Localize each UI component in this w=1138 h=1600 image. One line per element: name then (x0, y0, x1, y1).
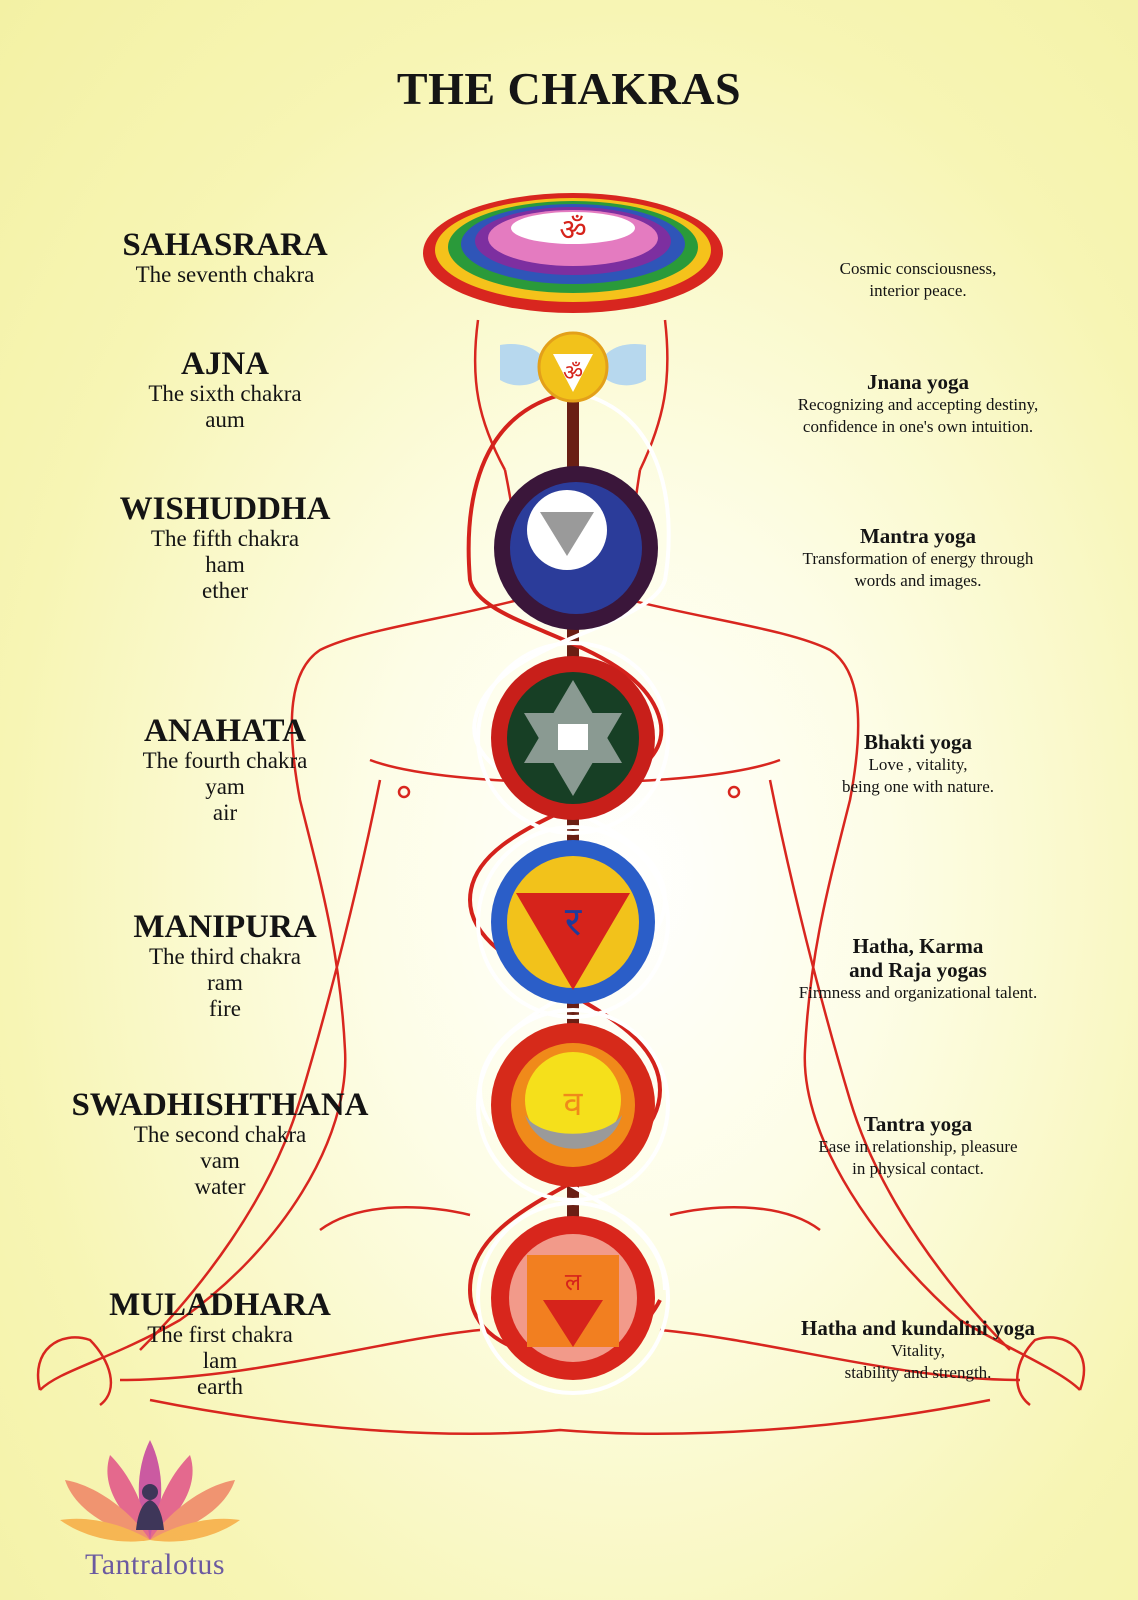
chakra-name: WISHUDDHA (119, 491, 331, 527)
desc-line: being one with nature. (841, 777, 994, 796)
chakra-line: vam (200, 1148, 240, 1173)
chakra-line: The first chakra (147, 1322, 293, 1347)
chakra-line: air (212, 800, 238, 825)
desc-sahasrara: Cosmic consciousness, interior peace. (748, 258, 1088, 302)
lotus-logo-icon (60, 1440, 240, 1542)
desc-anahata: Bhakti yoga Love , vitality, being one w… (748, 730, 1088, 798)
body-outline (36, 319, 1086, 1435)
desc-line: Cosmic consciousness, (839, 259, 997, 278)
desc-line: Vitality, (890, 1341, 946, 1360)
label-sahasrara: SAHASRARA The seventh chakra (60, 228, 390, 288)
chakra-line: lam (202, 1348, 238, 1373)
desc-heading: Hatha and kundalini yoga (800, 1316, 1035, 1340)
chakra-line: The fourth chakra (142, 748, 308, 773)
desc-heading: Jnana yoga (866, 370, 970, 394)
chakra-line: aum (205, 407, 245, 432)
chakra-line: The fifth chakra (150, 526, 300, 551)
chakra-name: MANIPURA (133, 909, 317, 945)
anahata-chakra (476, 641, 670, 835)
ajna-chakra: ॐ (500, 331, 646, 403)
chakra-name: ANAHATA (144, 713, 306, 749)
chakra-line: ham (205, 552, 245, 577)
desc-line: confidence in one's own intuition. (802, 417, 1034, 436)
chakra-line: ram (207, 970, 243, 995)
label-wishuddha: WISHUDDHA The fifth chakra ham ether (60, 492, 390, 604)
svg-text:ॐ: ॐ (563, 361, 583, 386)
chakra-name: AJNA (181, 346, 269, 382)
label-ajna: AJNA The sixth chakra aum (60, 347, 390, 433)
muladhara-chakra: ल (476, 1201, 670, 1395)
chakra-line: yam (205, 774, 245, 799)
desc-swadhishthana: Tantra yoga Ease in relationship, pleasu… (748, 1112, 1088, 1180)
desc-line: stability and strength. (844, 1363, 992, 1382)
manipura-chakra: र (476, 825, 670, 1019)
chakra-name: MULADHARA (109, 1287, 331, 1323)
desc-muladhara: Hatha and kundalini yoga Vitality, stabi… (748, 1316, 1088, 1384)
label-manipura: MANIPURA The third chakra ram fire (60, 910, 390, 1022)
desc-line: Transformation of energy through (802, 549, 1034, 568)
svg-text:ॐ: ॐ (559, 213, 586, 248)
label-anahata: ANAHATA The fourth chakra yam air (60, 714, 390, 826)
chakra-line: water (194, 1174, 246, 1199)
desc-manipura: Hatha, Karma and Raja yogas Firmness and… (748, 934, 1088, 1004)
chakra-line: fire (209, 996, 241, 1021)
chakra-line: The second chakra (133, 1122, 307, 1147)
label-muladhara: MULADHARA The first chakra lam earth (55, 1288, 385, 1400)
desc-line: Ease in relationship, pleasure (818, 1137, 1018, 1156)
desc-line: Love , vitality, (868, 755, 968, 774)
chakra-name: SAHASRARA (122, 227, 328, 263)
chakra-line: earth (197, 1374, 243, 1399)
chakra-line: The third chakra (149, 944, 301, 969)
wishuddha-chakra (494, 466, 658, 630)
svg-text:व: व (564, 1084, 584, 1124)
desc-heading: Tantra yoga (863, 1112, 973, 1136)
sahasrara-lotus: ॐ (423, 193, 723, 313)
label-swadhishthana: SWADHISHTHANA The second chakra vam wate… (55, 1088, 385, 1200)
desc-line: words and images. (854, 571, 982, 590)
svg-text:ल: ल (565, 1268, 582, 1296)
desc-line: in physical contact. (852, 1159, 984, 1178)
desc-line: Firmness and organizational talent. (798, 983, 1038, 1002)
desc-line: Recognizing and accepting destiny, (797, 395, 1039, 414)
swadhishthana-chakra: व (476, 1008, 670, 1202)
brand-name: Tantralotus (84, 1548, 226, 1581)
desc-ajna: Jnana yoga Recognizing and accepting des… (748, 370, 1088, 438)
desc-heading: and Raja yogas (849, 958, 987, 982)
chakra-line: The seventh chakra (135, 262, 315, 287)
svg-text:र: र (565, 899, 582, 945)
chakra-line: ether (202, 578, 248, 603)
chakra-line: The sixth chakra (148, 381, 302, 406)
desc-line: interior peace. (869, 281, 967, 300)
desc-heading: Hatha, Karma (852, 934, 984, 958)
chakra-name: SWADHISHTHANA (71, 1087, 369, 1123)
desc-heading: Mantra yoga (859, 524, 977, 548)
desc-heading: Bhakti yoga (864, 730, 972, 754)
page-title: THE CHAKRAS (396, 63, 742, 114)
desc-wishuddha: Mantra yoga Transformation of energy thr… (748, 524, 1088, 592)
